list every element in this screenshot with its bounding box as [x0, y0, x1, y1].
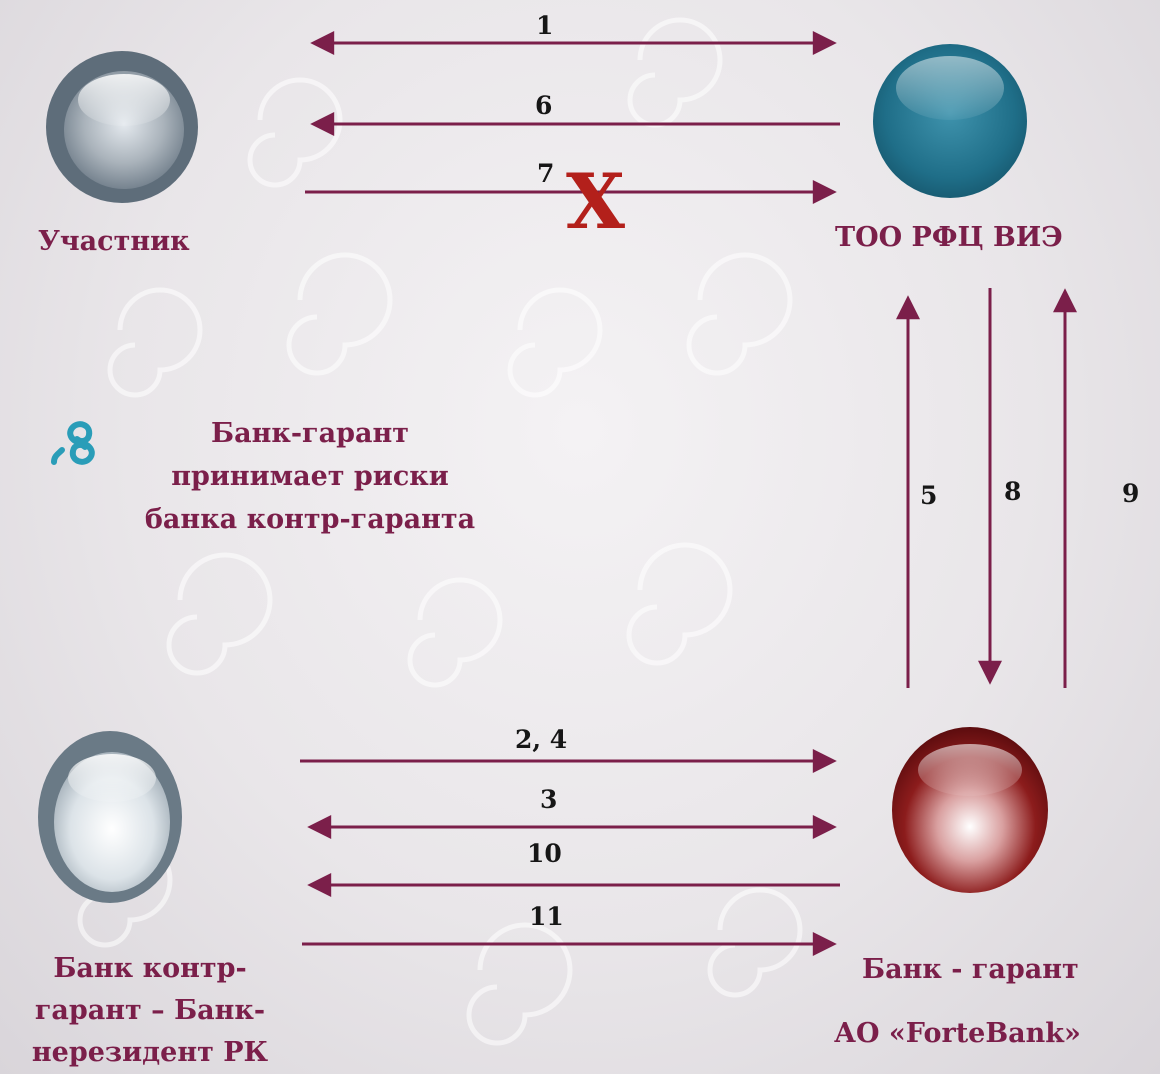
rfc-label: ТОО РФЦ ВИЭ [835, 222, 1063, 253]
arrow-1-label: 1 [536, 11, 554, 40]
note-line-2: принимает риски [171, 461, 449, 492]
arrow-5-label: 5 [920, 481, 938, 510]
arrow-6-label: 6 [535, 91, 553, 120]
counter-guarantor-label-line-1: Банк контр- [53, 953, 247, 984]
counter-guarantor-label-line-3: нерезидент РК [31, 1037, 269, 1068]
guarantor-label-line-2: АО «ForteBank» [834, 1018, 1081, 1049]
arrow-3-label: 3 [540, 785, 558, 814]
arrow-8-label: 8 [1004, 477, 1022, 506]
participant-node [46, 51, 198, 203]
guarantor-risk-note: Банк-гарант принимает риски банка контр-… [100, 412, 520, 541]
counter-guarantor-label: Банк контр- гарант – Банк- нерезидент РК [0, 948, 300, 1074]
note-line-3: банка контр-гаранта [144, 504, 476, 535]
arrow-11-label: 11 [529, 902, 564, 931]
cancel-mark: X [566, 157, 625, 246]
rfc-node [873, 44, 1027, 198]
counter-guarantor-label-line-2: гарант – Банк- [34, 995, 266, 1026]
participant-label: Участник [38, 226, 190, 257]
arrow-2-4-label: 2, 4 [515, 725, 568, 754]
guarantor-node [892, 727, 1048, 893]
arrow-9-label: 9 [1122, 479, 1140, 508]
counter-guarantor-node [38, 731, 182, 903]
guarantor-label-line-1: Банк - гарант [862, 954, 1079, 985]
swirl-icon [51, 421, 95, 465]
note-line-1: Банк-гарант [211, 418, 409, 449]
arrow-7-label: 7 [537, 159, 555, 188]
arrow-10-label: 10 [527, 839, 562, 868]
